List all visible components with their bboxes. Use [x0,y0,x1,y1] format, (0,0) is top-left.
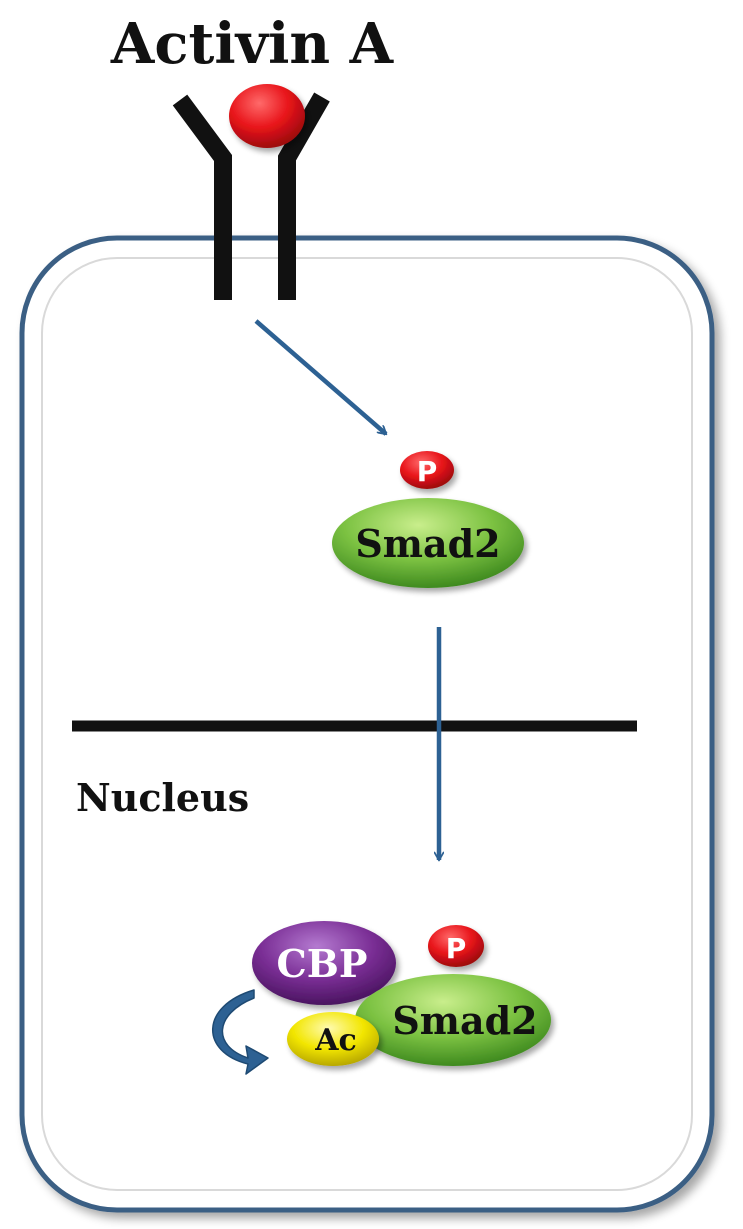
ligand-label: Activin A [110,11,395,77]
cbp-protein: CBP [252,921,396,1005]
cbp-smad2-complex: CBP P Smad2 Ac [212,921,551,1075]
smad2-label-cytoplasm: Smad2 [355,521,500,566]
phospho-group-cytoplasm: P [400,451,454,489]
phospho-group-nucleus: P [428,925,484,967]
cbp-label: CBP [277,941,368,986]
cell-inner-border [41,257,693,1191]
phospho-label-nucleus: P [446,932,467,965]
activation-arrow [254,319,388,436]
acetylation-curved-arrow-icon [212,989,269,1075]
smad2-label-nucleus: Smad2 [392,998,537,1043]
smad2-nucleus: Smad2 [355,974,551,1066]
nucleus-label: Nucleus [76,775,249,820]
receptor-right-arm [278,92,330,300]
phospho-label-cytoplasm: P [417,455,438,488]
activin-receptor [172,92,330,300]
receptor-left-arm [172,94,232,300]
acetyl-label: Ac [314,1023,357,1058]
acetyl-group: Ac [287,1012,379,1066]
smad2-cytoplasm: Smad2 [332,498,524,588]
activin-a-ligand [229,84,305,148]
